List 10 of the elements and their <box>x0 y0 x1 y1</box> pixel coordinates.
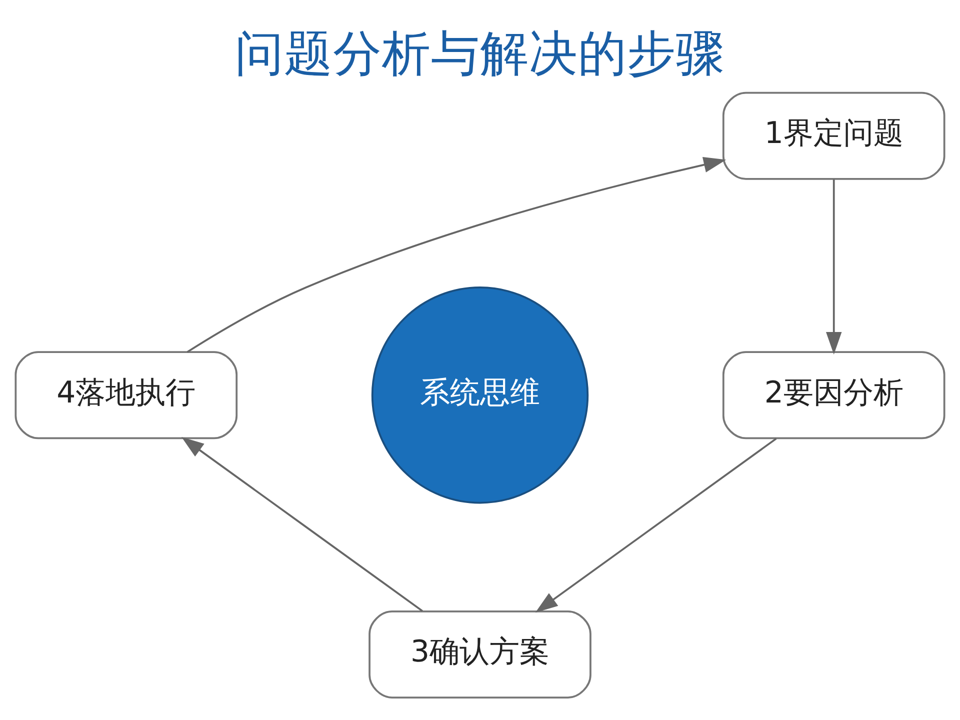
node-box: 3确认方案 <box>368 610 592 698</box>
node-circle: 系统思维 <box>371 286 589 504</box>
node-box: 1界定问题 <box>722 91 946 180</box>
node-box: 2要因分析 <box>722 350 946 439</box>
arrow <box>182 436 423 612</box>
arrow <box>535 437 777 612</box>
diagram-title: 问题分析与解决的步骤 <box>235 25 725 82</box>
node-box: 4落地执行 <box>14 350 238 439</box>
arrow <box>826 178 842 354</box>
arrow <box>186 156 726 352</box>
